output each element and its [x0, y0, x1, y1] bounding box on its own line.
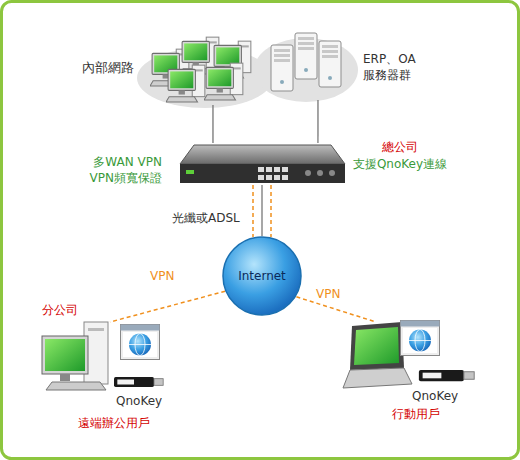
server	[295, 33, 317, 79]
router-port	[266, 175, 272, 180]
node-label: Internet	[222, 268, 302, 284]
router-port	[258, 175, 264, 180]
node-label: 遠端辦公用戶	[78, 415, 178, 431]
workstation	[204, 63, 243, 100]
node-label: 分公司	[42, 302, 102, 318]
node-label: QnoKey	[116, 393, 186, 409]
monitor-stand	[60, 374, 70, 381]
browser-icon	[401, 321, 440, 356]
lan-cable	[212, 105, 213, 143]
router-led	[186, 170, 194, 174]
node-label: 多WAN VPN VPN頻寬保證	[70, 154, 162, 186]
workstation	[166, 65, 205, 102]
node-label: 總公司	[340, 139, 460, 155]
server	[319, 41, 341, 87]
router-port	[282, 175, 288, 180]
network-link	[253, 185, 271, 237]
usb-key	[114, 377, 163, 387]
browser-icon	[121, 325, 160, 360]
node-label: 行動用戶	[392, 406, 472, 422]
monitor-screen	[45, 339, 85, 371]
keyboard	[46, 382, 106, 390]
lan-cable	[317, 100, 318, 143]
router-button	[305, 170, 311, 176]
router-port	[266, 167, 272, 172]
router-top	[180, 145, 345, 164]
router-button	[329, 170, 335, 176]
laptop-lid	[350, 322, 404, 370]
node-label: QnoKey	[412, 388, 482, 404]
router-port	[282, 167, 288, 172]
monitor	[42, 336, 88, 374]
link-label: VPN	[316, 286, 340, 302]
router-device: 多WAN VPN VPN頻寬保證總公司支援QnoKey連線	[180, 143, 345, 185]
node-label: 支援QnoKey連線	[340, 156, 460, 172]
router-port	[274, 175, 280, 180]
router-button	[317, 170, 323, 176]
router-port	[258, 167, 264, 172]
internet-circle	[223, 237, 301, 315]
vpn-tunnel-line	[252, 185, 254, 237]
laptop-base	[343, 368, 412, 388]
server-group: ERP、OA 服務器群	[262, 30, 348, 100]
router-port	[274, 167, 280, 172]
drive-slot	[88, 328, 104, 331]
vpn-tunnel-line	[110, 291, 225, 322]
link-label: 光纖或ADSL	[172, 210, 240, 226]
branch-office: 分公司QnoKey遠端辦公用戶	[40, 322, 180, 392]
node-label: 內部網路	[82, 60, 138, 76]
link-label: VPN	[150, 268, 174, 284]
usb-key	[419, 370, 474, 381]
network-link	[212, 105, 213, 143]
fiber-line	[261, 185, 263, 236]
server	[271, 45, 293, 91]
lan-group: 內部網路	[140, 35, 260, 105]
network-link	[317, 100, 318, 143]
laptop-screen	[354, 327, 399, 365]
node-label: ERP、OA 服務器群	[363, 51, 427, 83]
mobile-user: QnoKey行動用戶	[340, 322, 485, 392]
internet-cloud: Internet	[222, 236, 302, 316]
router-front	[180, 164, 345, 183]
vpn-tunnel-line	[270, 185, 272, 237]
network-link	[110, 291, 225, 322]
